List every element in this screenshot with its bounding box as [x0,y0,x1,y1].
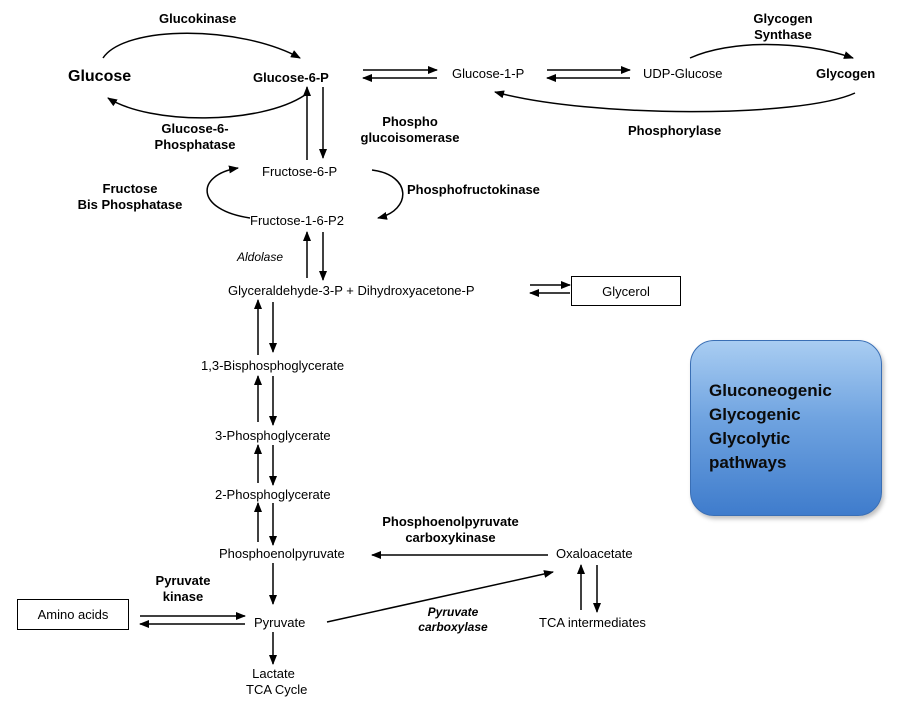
pyruvate-kinase-line2: kinase [162,589,204,604]
fructose-bisphosphatase-line2: Bis Phosphatase [77,197,183,212]
glucose-6-phosphatase-arrow [107,94,306,119]
glycogen-label: Glycogen [816,66,876,81]
bisphosphoglycerate-label: 1,3-Bisphosphoglycerate [201,358,345,373]
pyruvate-carboxylase-line1: Pyruvate [427,605,479,619]
pyruvate-carboxylase-arrow [326,570,554,623]
phosphoglucoisomerase-line1: Phospho [382,114,438,129]
legend-glycogenic: Glycogenic [709,405,801,424]
glucokinase-arrow [102,32,301,59]
2-phosphoglycerate-label: 2-Phosphoglycerate [215,487,331,502]
glycogen-synthase-line2: Synthase [754,27,812,42]
fructose-bisphosphatase-line1: Fructose [102,181,158,196]
glucokinase-label: Glucokinase [159,11,237,26]
lactate-tca-cycle-label: Lactate TCA Cycle [246,666,307,698]
oxaloacetate-label: Oxaloacetate [556,546,633,561]
glucose-label: Glucose [68,68,132,85]
pyruvate-carboxylase-label: Pyruvate carboxylase [405,605,501,635]
fructose-6-p-label: Fructose-6-P [262,164,338,179]
tca-intermediates-label: TCA intermediates [539,615,646,630]
phosphoglucoisomerase-line2: glucoisomerase [360,130,460,145]
aldolase-label: Aldolase [237,250,284,264]
glucose-6-phosphatase-label: Glucose-6- Phosphatase [140,121,250,153]
glycogen-synthase-arrow [689,43,854,59]
phosphofructokinase-label: Phosphofructokinase [407,182,540,197]
tca-cycle-text: TCA Cycle [246,682,308,697]
3-phosphoglycerate-label: 3-Phosphoglycerate [215,428,331,443]
glyceraldehyde-dhap-label: Glyceraldehyde-3-P + Dihydroxyacetone-P [228,283,475,298]
fructose-bisphosphatase-arrow [206,165,251,219]
glycerol-box: Glycerol [571,276,681,306]
glucose-1-p-label: Glucose-1-P [452,66,525,81]
legend-pathways: pathways [709,453,787,472]
legend-glycolytic: Glycolytic [709,429,791,448]
phosphoglucoisomerase-label: Phospho glucoisomerase [355,114,465,146]
amino-acids-box: Amino acids [17,599,129,630]
phosphofructokinase-arrow [371,169,404,220]
glucose-6-phosphatase-line1: Glucose-6- [161,121,229,136]
glucose-6-phosphatase-line2: Phosphatase [154,137,236,152]
pyruvate-kinase-label: Pyruvate kinase [143,573,223,605]
pathways-legend-box: Gluconeogenic Glycogenic Glycolytic path… [690,340,882,516]
legend-gluconeogenic: Gluconeogenic [709,381,832,400]
pepck-label: Phosphoenolpyruvate carboxykinase [363,514,538,546]
pyruvate-carboxylase-line2: carboxylase [418,620,488,634]
fructose-bisphosphatase-label: Fructose Bis Phosphatase [60,181,200,213]
phosphorylase-arrow [494,90,856,113]
pyruvate-label: Pyruvate [254,615,306,630]
phosphoenolpyruvate-label: Phosphoenolpyruvate [219,546,345,561]
pepck-line2: carboxykinase [405,530,496,545]
phosphorylase-label: Phosphorylase [628,123,722,138]
glucose-6-p-label: Glucose-6-P [253,70,329,85]
pepck-line1: Phosphoenolpyruvate [382,514,519,529]
lactate-text: Lactate [252,666,295,681]
glycogen-synthase-line1: Glycogen [753,11,813,26]
fructose-1-6-p2-label: Fructose-1-6-P2 [250,213,344,228]
pyruvate-kinase-line1: Pyruvate [155,573,211,588]
udp-glucose-label: UDP-Glucose [643,66,723,81]
glycogen-synthase-label: Glycogen Synthase [738,11,828,43]
